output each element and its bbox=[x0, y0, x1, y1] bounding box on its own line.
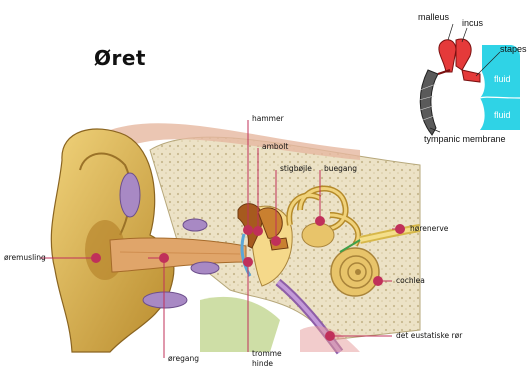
label-oremusling: øremusling bbox=[4, 253, 46, 262]
inset-label-tympanic-membrane: tympanic membrane bbox=[424, 134, 506, 144]
label-cochlea: cochlea bbox=[396, 276, 425, 285]
inset-label-incus: incus bbox=[462, 18, 483, 28]
page-title: Øret bbox=[94, 46, 146, 70]
label-horenerve: hørenerve bbox=[410, 224, 448, 233]
label-stigbojle: stigbøjle bbox=[280, 164, 312, 173]
label-ambolt: ambolt bbox=[262, 142, 288, 151]
inset-label-fluid-top: fluid bbox=[494, 74, 511, 84]
inset-label-malleus: malleus bbox=[418, 12, 449, 22]
label-buegang: buegang bbox=[324, 164, 357, 173]
label-hammer: hammer bbox=[252, 114, 284, 123]
label-oregang: øregang bbox=[168, 354, 199, 363]
label-tromme: tromme bbox=[252, 349, 282, 358]
inset-label-fluid-bottom: fluid bbox=[494, 110, 511, 120]
inset-label-stapes: stapes bbox=[500, 44, 527, 54]
label-hinde: hinde bbox=[252, 359, 273, 368]
label-eustatiske-ror: det eustatiske rør bbox=[396, 331, 462, 340]
